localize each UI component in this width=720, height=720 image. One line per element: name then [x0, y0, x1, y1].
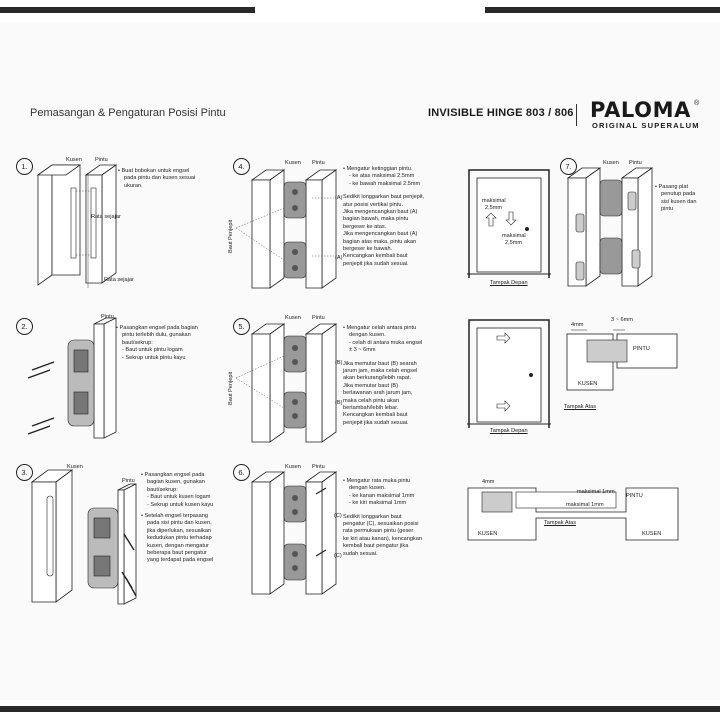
step-6-label-c-top: (C) — [334, 513, 342, 519]
step-3-label-pintu: Pintu — [122, 478, 135, 484]
top-view-1-label-4mm: 4mm — [571, 322, 584, 328]
bottom-border — [0, 700, 720, 720]
step-3-illustration — [30, 469, 137, 605]
front-view-1-label-maksimal-a: maksimal — [482, 198, 506, 204]
step-5-number: 5. — [233, 318, 250, 335]
step-2-label-pintu: Pintu — [101, 314, 114, 320]
front-view-1-label-2-5mm-b: 2,5mm — [505, 240, 523, 246]
top-view-2-label-pintu: PINTU — [626, 493, 643, 499]
brand-logo: PALOMA — [590, 98, 691, 122]
top-view-1-label-pintu: PINTU — [633, 346, 650, 352]
step-5-label-b-bottom: (B) — [335, 400, 343, 406]
step-4-illustration — [235, 169, 338, 289]
top-view-1-caption: Tampak Atas — [564, 404, 597, 410]
step-3-label-kusen: Kusen — [67, 464, 83, 470]
front-view-2-caption: Tampak Depan — [490, 428, 528, 434]
step-6-label-kusen: Kusen — [285, 464, 301, 470]
product-name: INVISIBLE HINGE 803 / 806 — [428, 107, 574, 119]
step-5-label-b-top: (B) — [335, 360, 343, 366]
front-view-2 — [467, 319, 551, 428]
step-5-illustration — [235, 323, 338, 443]
registered-mark: ® — [694, 100, 700, 107]
step-2-illustration — [27, 317, 117, 439]
step-7-label-kusen: Kusen — [603, 160, 619, 166]
step-1-illustration — [36, 164, 118, 288]
step-1-number: 1. — [16, 158, 33, 175]
step-4-label-baut-penjepit: Baut Penjepit — [228, 219, 234, 253]
step-7-label-pintu: Pintu — [629, 160, 642, 166]
top-view-1-label-kusen: KUSEN — [578, 381, 598, 387]
top-view-2-caption: Tampak Atas — [544, 520, 577, 526]
step-2-number: 2. — [16, 318, 33, 335]
step-6-illustration — [250, 471, 338, 595]
header-divider — [576, 104, 577, 126]
brand-tagline: ORIGINAL SUPERALUM — [592, 121, 700, 130]
front-view-1 — [467, 169, 551, 278]
step-4-note: • Mengatur ketinggian pintu.- ke atas ma… — [343, 166, 425, 267]
step-1-label-rata-sejajar-1: Rata sejajar — [91, 214, 121, 220]
step-6-label-c-bottom: (C) — [334, 553, 342, 559]
step-1-label-pintu: Pintu — [95, 157, 108, 163]
step-4-number: 4. — [233, 158, 250, 175]
front-view-1-caption: Tampak Depan — [490, 280, 528, 286]
step-4-label-pintu: Pintu — [312, 160, 325, 166]
top-view-2-label-maksimal-1mm-1: maksimal 1mm — [577, 489, 615, 495]
top-view-2-label-kusen-right: KUSEN — [642, 531, 662, 537]
step-6-label-pintu: Pintu — [312, 464, 325, 470]
step-6-number: 6. — [233, 464, 250, 481]
step-5-label-pintu: Pintu — [312, 315, 325, 321]
top-border — [0, 0, 720, 22]
top-view-2-label-maksimal-1mm-2: maksimal 1mm — [566, 502, 604, 508]
step-1-label-kusen: Kusen — [66, 157, 82, 163]
step-7-illustration — [566, 167, 654, 287]
front-view-1-label-maksimal-b: maksimal — [502, 233, 526, 239]
step-4-label-a-bottom: (A) — [335, 255, 343, 261]
step-4-label-a-top: (A) — [335, 195, 343, 201]
top-view-2 — [467, 487, 679, 541]
step-3-number: 3. — [16, 464, 33, 481]
top-view-2-label-kusen-left: KUSEN — [478, 531, 498, 537]
front-view-1-label-2-5mm-a: 2,5mm — [485, 205, 503, 211]
step-5-label-baut-penjepit: Baut Penjepit — [228, 371, 234, 405]
top-view-1-label-3-6mm: 3 ~ 6mm — [611, 317, 633, 323]
step-4-label-kusen: Kusen — [285, 160, 301, 166]
step-1-label-rata-sejajar-2: Rata sejajar — [104, 277, 134, 283]
top-view-2-label-4mm: 4mm — [482, 479, 495, 485]
step-7-number: 7. — [560, 158, 577, 175]
step-5-label-kusen: Kusen — [285, 315, 301, 321]
page-title: Pemasangan & Pengaturan Posisi Pintu — [30, 107, 226, 119]
top-view-1 — [566, 329, 678, 391]
